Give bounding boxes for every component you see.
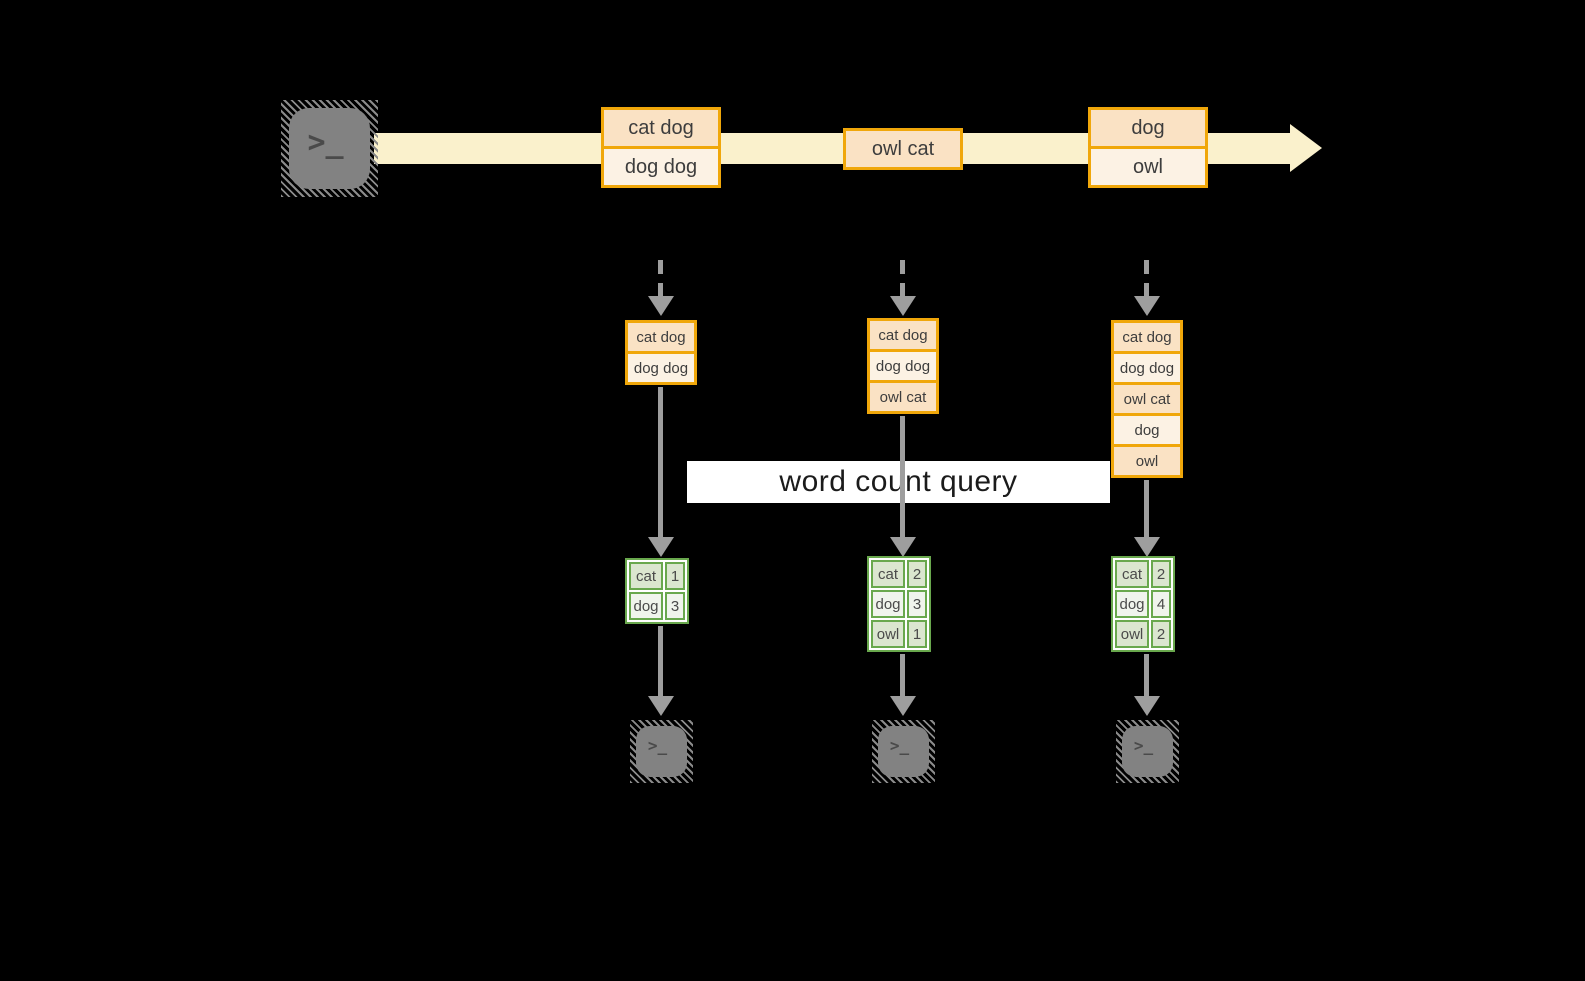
sink-terminal-icon-3: >_ (1116, 720, 1179, 783)
count-table-3: cat 2 dog 4 owl 2 (1111, 556, 1175, 652)
stream-event-1: cat dog dog dog (601, 107, 721, 188)
dashed-arrow-line (658, 260, 663, 298)
stream-event-3: dog owl (1088, 107, 1208, 188)
buffer-stack-1: cat dog dog dog (625, 320, 697, 385)
arrow-line (900, 654, 905, 698)
terminal-prompt-glyph: >_ (307, 125, 344, 160)
arrow-line (1144, 654, 1149, 698)
query-banner: word count query (687, 461, 1110, 503)
arrowhead-icon (1134, 537, 1160, 557)
count-word-cell: owl (871, 620, 905, 648)
arrowhead-icon (1134, 696, 1160, 716)
buffer-row: dog (1114, 413, 1180, 444)
source-terminal-icon: >_ (281, 100, 378, 197)
buffer-row: cat dog (870, 321, 936, 349)
count-table-1: cat 1 dog 3 (625, 558, 689, 624)
count-word-cell: cat (871, 560, 905, 588)
buffer-row: dog dog (1114, 351, 1180, 382)
count-value-cell: 4 (1151, 590, 1171, 618)
terminal-body: >_ (1122, 726, 1173, 777)
arrow-line (658, 387, 663, 539)
sink-terminal-icon-1: >_ (630, 720, 693, 783)
buffer-row: cat dog (628, 323, 694, 351)
event-line: owl (1091, 146, 1205, 185)
count-value-cell: 3 (907, 590, 927, 618)
count-word-cell: dog (871, 590, 905, 618)
arrow-line (1144, 480, 1149, 539)
arrow-line (658, 626, 663, 698)
arrowhead-icon (890, 537, 916, 557)
count-word-cell: cat (1115, 560, 1149, 588)
buffer-row: dog dog (870, 349, 936, 380)
dashed-arrowhead-icon (890, 296, 916, 316)
count-word-cell: dog (1115, 590, 1149, 618)
count-value-cell: 2 (907, 560, 927, 588)
buffer-row: owl (1114, 444, 1180, 475)
count-word-cell: cat (629, 562, 663, 590)
buffer-row: dog dog (628, 351, 694, 382)
event-line: owl cat (846, 131, 960, 167)
buffer-stack-3: cat dog dog dog owl cat dog owl (1111, 320, 1183, 478)
dashed-arrow-line (1144, 260, 1149, 298)
arrowhead-icon (648, 696, 674, 716)
count-table-2: cat 2 dog 3 owl 1 (867, 556, 931, 652)
terminal-prompt-glyph: >_ (889, 736, 910, 755)
buffer-row: owl cat (870, 380, 936, 411)
sink-terminal-icon-2: >_ (872, 720, 935, 783)
count-value-cell: 3 (665, 592, 685, 620)
stream-event-2: owl cat (843, 128, 963, 170)
buffer-stack-2: cat dog dog dog owl cat (867, 318, 939, 414)
event-line: dog (1091, 110, 1205, 146)
terminal-prompt-glyph: >_ (647, 736, 668, 755)
count-value-cell: 2 (1151, 560, 1171, 588)
arrowhead-icon (648, 537, 674, 557)
terminal-body: >_ (878, 726, 929, 777)
count-value-cell: 1 (907, 620, 927, 648)
dashed-arrow-line (900, 260, 905, 298)
arrowhead-icon (890, 696, 916, 716)
query-banner-label: word count query (779, 465, 1018, 498)
event-line: cat dog (604, 110, 718, 146)
arrow-line (900, 416, 905, 539)
count-word-cell: owl (1115, 620, 1149, 648)
buffer-row: owl cat (1114, 382, 1180, 413)
count-word-cell: dog (629, 592, 663, 620)
dashed-arrowhead-icon (1134, 296, 1160, 316)
buffer-row: cat dog (1114, 323, 1180, 351)
stream-arrowhead-icon (1290, 124, 1322, 172)
terminal-prompt-glyph: >_ (1133, 736, 1154, 755)
event-line: dog dog (604, 146, 718, 185)
terminal-body: >_ (289, 108, 370, 189)
count-value-cell: 1 (665, 562, 685, 590)
terminal-body: >_ (636, 726, 687, 777)
dashed-arrowhead-icon (648, 296, 674, 316)
count-value-cell: 2 (1151, 620, 1171, 648)
